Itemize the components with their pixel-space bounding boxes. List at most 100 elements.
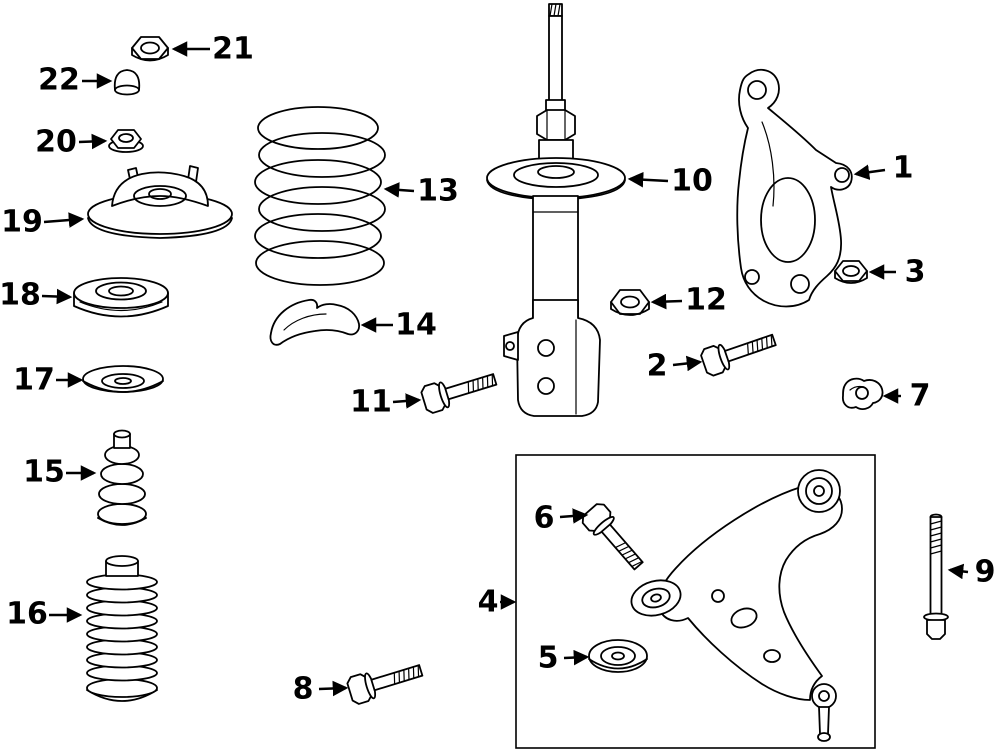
washer-inner: [101, 373, 145, 389]
knuckle-top-hole: [747, 80, 767, 100]
callout-3[interactable]: 3: [905, 255, 926, 290]
rear-bushing-hole: [650, 593, 662, 603]
callout-5-arrow: [563, 649, 590, 666]
bolt-threads: [393, 664, 420, 685]
mount-flange-nut-drawing: [108, 129, 144, 153]
nut-thickness: [610, 301, 650, 316]
callout-17[interactable]: 17: [13, 363, 55, 398]
callout-11-arrow: [392, 393, 422, 409]
callout-8[interactable]: 8: [293, 672, 314, 707]
ball-joint-center: [818, 690, 830, 702]
front-bushing-hole: [813, 485, 825, 497]
arm-hole-small: [711, 589, 725, 603]
callout-5[interactable]: 5: [538, 641, 559, 676]
callout-9[interactable]: 9: [975, 555, 996, 590]
coil: [257, 106, 379, 150]
callout-20-arrow: [78, 133, 108, 150]
callout-2-arrow: [672, 355, 703, 372]
nut-hole: [620, 295, 640, 309]
long-bolt-drawing: [923, 513, 949, 640]
nut-thickness: [834, 270, 868, 284]
nut-hex: [834, 260, 868, 282]
knuckle-hub-bore: [760, 177, 816, 263]
insulator-body: [269, 298, 361, 346]
boot-top-cap: [105, 555, 139, 567]
spring-seat-washer-drawing: [82, 365, 164, 393]
bolt-head: [926, 619, 946, 640]
washer-cup: [82, 380, 164, 393]
knuckle-ridge: [761, 121, 775, 207]
bumper-tip: [113, 429, 131, 439]
coil: [254, 213, 382, 259]
knuckle-lower-hole: [790, 274, 810, 294]
bumper-bulge-4: [97, 503, 147, 525]
callout-9-arrow: [947, 563, 969, 580]
callout-12[interactable]: 12: [685, 283, 727, 318]
callout-12-arrow: [650, 293, 683, 310]
callout-2[interactable]: 2: [647, 349, 668, 384]
bearing-mid-ring: [79, 301, 163, 312]
coil: [258, 132, 386, 178]
arm-hole-small-2: [763, 649, 781, 663]
dust-boot-drawing: [86, 555, 158, 702]
spring-insulator-drawing: [269, 298, 361, 346]
callout-6[interactable]: 6: [534, 501, 555, 536]
callout-6-arrow: [559, 508, 589, 524]
bracket-hole-upper: [537, 339, 555, 357]
mount-base: [87, 193, 233, 235]
mount-inner-ring: [133, 185, 187, 207]
bolt-threads: [929, 520, 943, 555]
callout-10[interactable]: 10: [671, 164, 713, 199]
nut-hex: [110, 129, 142, 149]
bearing-inner: [95, 281, 147, 301]
bolt-shaft: [444, 373, 498, 401]
bolt-threads: [614, 542, 643, 568]
strut-bolt-drawing: [420, 373, 498, 414]
steering-knuckle-drawing: [736, 68, 853, 308]
callout-arrows: [41, 41, 969, 697]
callout-18[interactable]: 18: [0, 278, 41, 313]
nut-hole: [118, 133, 134, 143]
nut-hex: [610, 289, 650, 315]
coil: [255, 240, 385, 286]
callout-21[interactable]: 21: [212, 32, 254, 67]
control-arm-assembly-drawing: [515, 454, 876, 749]
seat-plate-hub: [537, 165, 575, 179]
callout-14[interactable]: 14: [395, 308, 437, 343]
bushing-side: [588, 658, 648, 670]
knuckle-arm-hole: [834, 167, 850, 183]
callout-15[interactable]: 15: [23, 455, 65, 490]
callout-19[interactable]: 19: [1, 205, 43, 240]
nut-thickness: [131, 47, 169, 62]
callout-7[interactable]: 7: [910, 379, 931, 414]
ball-joint-stud: [818, 706, 830, 735]
callout-4[interactable]: 4: [478, 585, 499, 620]
bracket-tab-hole: [505, 341, 515, 351]
callout-13[interactable]: 13: [417, 174, 459, 209]
callout-22[interactable]: 22: [38, 63, 80, 98]
bolt-threads: [467, 373, 494, 394]
clip-detail: [849, 385, 865, 391]
bracket-tab: [503, 331, 519, 361]
bumper-bulge-2: [100, 463, 144, 485]
callout-11[interactable]: 11: [350, 385, 392, 420]
callout-20[interactable]: 20: [35, 125, 77, 160]
bushing-hole: [611, 651, 625, 661]
callout-1-arrow: [853, 164, 886, 180]
boot-ridge-9: [86, 678, 158, 698]
insulator-groove: [283, 313, 327, 331]
arm-hole: [730, 607, 758, 629]
ball-joint-tip: [817, 732, 831, 742]
coil: [254, 159, 382, 205]
callout-16[interactable]: 16: [6, 597, 48, 632]
bumper-bulge-3: [98, 483, 146, 505]
callout-10-arrow: [627, 171, 669, 188]
bearing-side: [73, 292, 169, 318]
bolt-shaft: [929, 516, 943, 617]
jounce-bumper-drawing: [97, 429, 147, 526]
nut-hole: [842, 265, 860, 277]
ball-joint-boss: [811, 683, 837, 709]
strut-assembly-drawing: [486, 3, 626, 417]
callout-1[interactable]: 1: [893, 151, 914, 186]
